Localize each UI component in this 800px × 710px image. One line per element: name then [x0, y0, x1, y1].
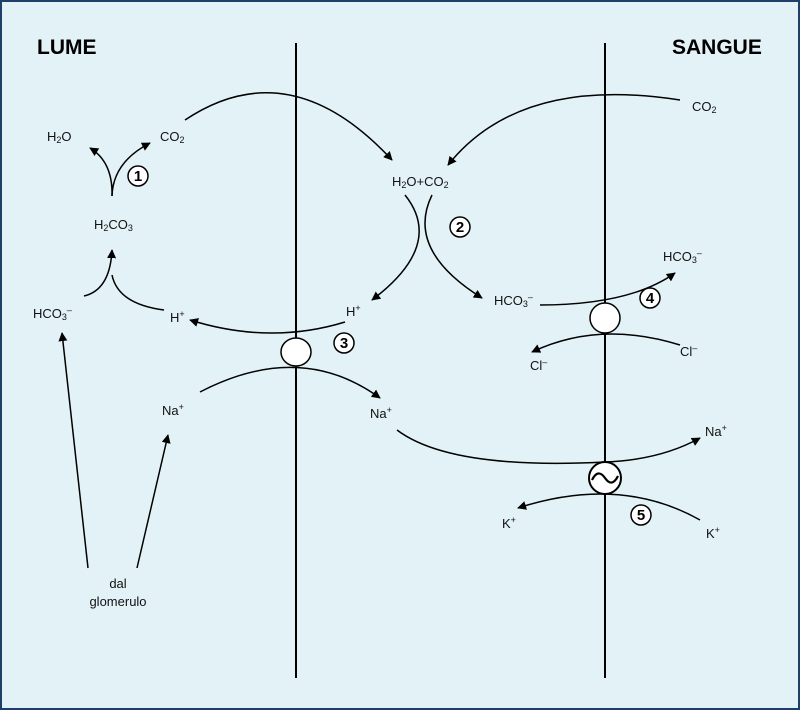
arrow-na-to-blood: [396, 429, 701, 465]
svg-text:4: 4: [646, 290, 655, 307]
label-h2co3: H2CO3: [94, 217, 133, 233]
label-h2o-left: H2O: [47, 129, 72, 145]
arrow-co2-into-cell: [184, 92, 393, 161]
label-hco3-mid: HCO3–: [494, 292, 533, 309]
arrow-to-h-mid: [371, 194, 420, 301]
label-co2-right: CO2: [692, 99, 717, 115]
arrow-glomerulo-hco3: [58, 332, 89, 569]
step-5: 5: [630, 504, 652, 526]
arrow-k-into-cell: [517, 493, 701, 521]
label-na-right: Na+: [705, 423, 727, 439]
arrow-to-co2: [111, 142, 151, 197]
label-h-left: H+: [170, 309, 185, 325]
label-co2-left: CO2: [160, 129, 185, 145]
label-h-mid: H+: [346, 303, 361, 319]
label-hco3-right: HCO3–: [663, 248, 702, 265]
header-sangue: SANGUE: [672, 36, 762, 59]
arrow-h-secretion: [189, 318, 346, 334]
na-h-exchanger: [280, 337, 312, 367]
label-na-mid: Na+: [370, 405, 392, 421]
h-join-line: [111, 274, 165, 311]
cl-hco3-exchanger: [589, 302, 621, 334]
arrow-to-hco3-mid: [424, 194, 483, 299]
svg-text:2: 2: [456, 219, 464, 236]
svg-text:5: 5: [637, 507, 645, 524]
label-k-right: K+: [706, 525, 720, 541]
label-k-left: K+: [502, 515, 516, 531]
step-2: 2: [449, 216, 471, 238]
pump-wave-icon: [591, 472, 619, 484]
header-lume: LUME: [37, 36, 97, 59]
label-cl-left: Cl–: [530, 357, 547, 373]
label-h2o-co2: H2O+CO2: [392, 174, 449, 190]
step-4: 4: [639, 287, 661, 309]
arrow-na-uptake: [199, 366, 381, 399]
label-hco3-left: HCO3–: [33, 305, 72, 322]
label-cl-right: Cl–: [680, 343, 697, 359]
arrow-to-h2co3: [83, 249, 117, 297]
label-glomerulo: glomerulo: [89, 594, 146, 609]
arrow-glomerulo-na: [136, 434, 171, 569]
arrow-co2-from-blood: [447, 93, 681, 166]
step-1: 1: [127, 165, 149, 187]
step-3: 3: [333, 332, 355, 354]
label-na-left: Na+: [162, 402, 184, 418]
svg-text:3: 3: [340, 335, 348, 352]
svg-text:1: 1: [134, 168, 142, 185]
arrow-cl-into-cell: [531, 333, 681, 353]
label-dal: dal: [109, 576, 126, 591]
arrow-hco3-to-blood: [539, 272, 676, 306]
